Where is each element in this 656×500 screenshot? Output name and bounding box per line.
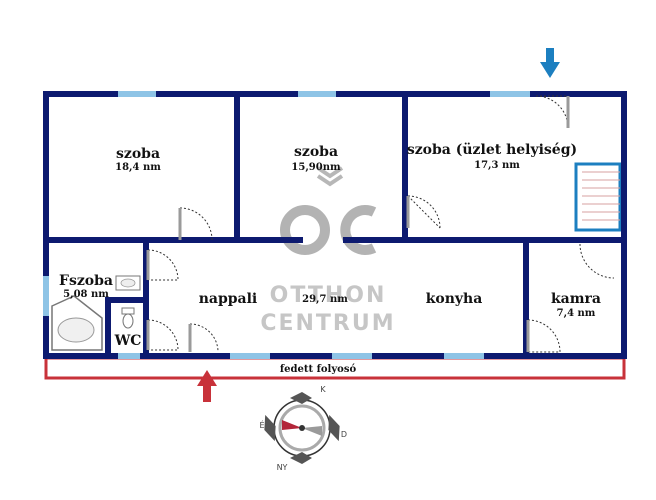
- room-name-kamra: kamra: [551, 291, 601, 307]
- staircase: [574, 162, 622, 232]
- toilet: [121, 307, 135, 329]
- room-area-szoba-1: 18,4 nm: [115, 162, 161, 173]
- room-area-fszoba: 5,08 nm: [63, 289, 109, 300]
- room-name-fszoba: Fszoba: [59, 273, 113, 289]
- room-area-kamra: 7,4 nm: [557, 308, 596, 319]
- compass-north: É: [259, 419, 264, 430]
- room-name-szoba-3: szoba (üzlet helyiség): [407, 142, 577, 158]
- compass-west: NY: [277, 463, 288, 472]
- room-name-szoba-1: szoba: [116, 146, 160, 162]
- compass-icon: É D NY K: [259, 385, 347, 472]
- compass-east: K: [320, 385, 326, 394]
- bottom-entry-arrow-icon: [197, 370, 217, 402]
- sink: [115, 275, 141, 291]
- room-name-wc: WC: [114, 333, 142, 349]
- top-entry-arrow-icon: [540, 48, 560, 78]
- room-area-nappali: 29,7 nm: [302, 294, 348, 305]
- door-leaves: [146, 96, 570, 352]
- room-name-nappali: nappali: [199, 291, 258, 307]
- corridor-label: fedett folyosó: [280, 364, 357, 375]
- room-name-konyha: konyha: [426, 291, 483, 307]
- room-area-szoba-2: 15,90nm: [291, 162, 341, 173]
- room-area-szoba-3: 17,3 nm: [474, 160, 520, 171]
- windows: [43, 91, 530, 359]
- compass-south: D: [341, 430, 347, 439]
- watermark-logo: OTTHON CENTRUM: [260, 166, 395, 336]
- room-name-szoba-2: szoba: [294, 144, 338, 160]
- logo-line2: CENTRUM: [260, 311, 395, 336]
- bathtub: [51, 295, 103, 351]
- logo-line1: OTTHON: [270, 283, 387, 308]
